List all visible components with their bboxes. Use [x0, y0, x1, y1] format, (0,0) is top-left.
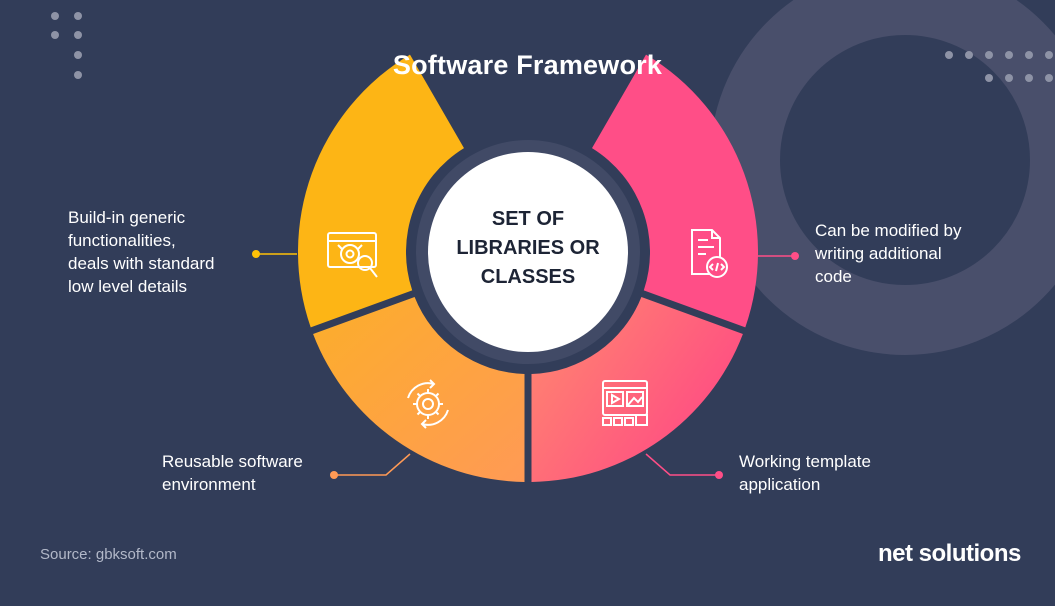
decorative-dot [965, 51, 973, 59]
feature-text-modifiable: Can be modified by writing additional co… [815, 221, 962, 286]
decorative-dot [51, 31, 59, 39]
decorative-dot [1005, 51, 1013, 59]
decorative-dot [74, 51, 82, 59]
decorative-dot [1025, 51, 1033, 59]
decorative-dot [74, 71, 82, 79]
center-disc [428, 152, 628, 352]
template-window-icon [602, 380, 648, 426]
feature-text-working-template: Working template application [739, 452, 871, 494]
decorative-dot [74, 31, 82, 39]
connector-dot [715, 471, 723, 479]
page-title: Software Framework [392, 50, 663, 80]
connector-lines [252, 250, 799, 479]
segment-reusable-environment [313, 296, 525, 482]
gear-magnifier-icon [327, 232, 378, 278]
decorative-dot [1005, 74, 1013, 82]
connector-dot [252, 250, 260, 258]
code-document-icon [691, 229, 728, 278]
decorative-dots-top-right [945, 51, 1053, 82]
connector-dot [330, 471, 338, 479]
decorative-dot [74, 12, 82, 20]
segment-generic-functionality [298, 54, 464, 328]
decorative-ring [710, 0, 1055, 355]
connector-line [645, 453, 719, 476]
brand-logo: net solutions [878, 540, 1021, 567]
segment-working-template [531, 296, 743, 482]
decorative-dot [51, 12, 59, 20]
gear-cycle-icon [407, 379, 449, 429]
decorative-dot [1045, 51, 1053, 59]
decorative-dot [1045, 74, 1053, 82]
decorative-dot [1025, 74, 1033, 82]
decorative-dot [945, 51, 953, 59]
source-note: Source: gbksoft.com [40, 546, 177, 563]
connector-dot [791, 252, 799, 260]
decorative-dot [985, 51, 993, 59]
feature-text-reusable-environment: Reusable software environment [162, 452, 303, 494]
feature-text-generic-functionality: Build-in generic functionalities, deals … [68, 208, 215, 296]
decorative-dots-top-left [51, 12, 82, 79]
decorative-dot [985, 74, 993, 82]
connector-line [334, 453, 411, 476]
center-label: SET OF LIBRARIES OR CLASSES [456, 208, 600, 288]
